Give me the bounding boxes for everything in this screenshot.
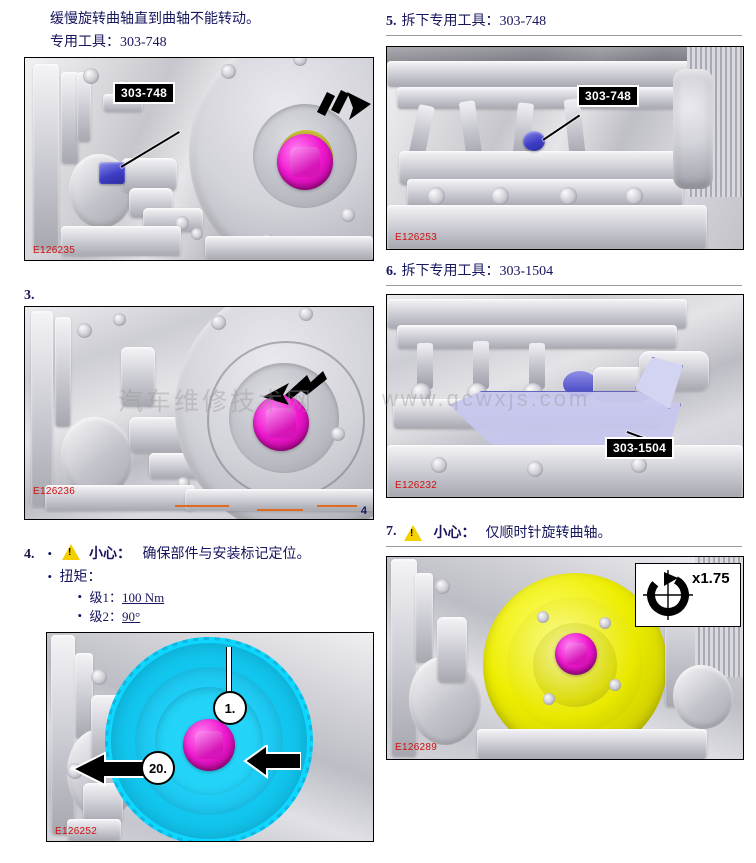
torque-stage-1: 级1：100 Nm bbox=[76, 587, 375, 607]
callout-bubble-1: 1. bbox=[213, 691, 247, 725]
torque-stage-1-label: 级1： bbox=[89, 590, 123, 605]
figure-e126289: x1.75 E126289 bbox=[386, 556, 744, 760]
step-4-torque: 扭矩： 级1：100 Nm 级2：90° bbox=[46, 566, 375, 626]
step-5-heading: 5. 拆下专用工具：303-748 bbox=[386, 12, 742, 36]
figure-code-e126236: E126236 bbox=[33, 486, 76, 497]
rotation-amount-label: x1.75 bbox=[692, 570, 730, 587]
intro-line-1: 缓慢旋转曲轴直到曲轴不能转动。 bbox=[50, 12, 260, 27]
caution-triangle-icon-2 bbox=[403, 525, 422, 541]
crankshaft-bolt-magenta-4 bbox=[555, 633, 597, 675]
crankshaft-bolt-magenta-3 bbox=[183, 719, 235, 771]
caution-label: 小心： bbox=[89, 547, 131, 562]
callout-stem-1 bbox=[226, 647, 232, 695]
torque-stage-2-value: 90° bbox=[122, 609, 141, 624]
install-arrow-right-icon bbox=[243, 745, 301, 779]
step-5-number: 5. bbox=[386, 14, 397, 29]
caution-text: 确保部件与安装标记定位。 bbox=[142, 547, 311, 562]
figure-code-e126235: E126235 bbox=[33, 245, 76, 256]
callout-303-748: 303-748 bbox=[113, 82, 176, 104]
rotation-arrow-icon-2 bbox=[263, 371, 327, 405]
rotation-arrow-icon bbox=[317, 90, 371, 120]
step-7-number: 7. bbox=[386, 524, 397, 539]
crankshaft-bolt-magenta bbox=[277, 134, 333, 190]
step-4-block: 4. 小心： 确保部件与安装标记定位。 扭矩： 级1：100 Nm bbox=[24, 543, 375, 626]
special-tool-303-748-blue-2 bbox=[523, 131, 545, 151]
torque-stage-2: 级2：90° bbox=[76, 606, 375, 626]
step-7-heading: 7. 小心： 仅顺时针旋转曲轴。 bbox=[386, 522, 742, 547]
callout-303-1504: 303-1504 bbox=[605, 437, 675, 459]
step-4-caution: 小心： 确保部件与安装标记定位。 bbox=[46, 543, 375, 565]
intro-line-2: 专用工具：303-748 bbox=[50, 35, 167, 50]
step-6-text: 拆下专用工具：303-1504 bbox=[401, 264, 554, 279]
callout-bubble-20: 20. bbox=[141, 751, 175, 785]
torque-stage-1-value: 100 Nm bbox=[122, 590, 165, 605]
figure-e126253: 303-748 E126253 bbox=[386, 46, 744, 250]
figure-code-e126253: E126253 bbox=[395, 232, 438, 243]
crankshaft-bolt-magenta-2 bbox=[253, 395, 309, 451]
caution-triangle-icon bbox=[61, 544, 80, 560]
caution-text-2: 仅顺时针旋转曲轴。 bbox=[485, 526, 612, 541]
figure-e126232: 303-1504 E126232 bbox=[386, 294, 744, 498]
figure-code-e126289: E126289 bbox=[395, 742, 438, 753]
torque-label: 扭矩： bbox=[59, 570, 102, 585]
figure-e126252: 1. 20. E126252 bbox=[46, 632, 374, 842]
step-5-text: 拆下专用工具：303-748 bbox=[401, 14, 547, 29]
step-6-number: 6. bbox=[386, 264, 397, 279]
callout-303-748-2: 303-748 bbox=[577, 85, 640, 107]
step-6-heading: 6. 拆下专用工具：303-1504 bbox=[386, 262, 742, 286]
torque-stage-2-label: 级2： bbox=[89, 609, 123, 624]
rotation-indicator-box: x1.75 bbox=[635, 563, 741, 627]
figure-e126235: 303-748 E126235 bbox=[24, 57, 374, 261]
step-4-number: 4. bbox=[24, 547, 35, 562]
figure-code-e126252: E126252 bbox=[55, 826, 98, 837]
special-tool-303-748-blue bbox=[99, 162, 125, 184]
figure-e126236: 4 E126236 bbox=[24, 306, 374, 520]
figure-code-e126232: E126232 bbox=[395, 480, 438, 491]
step-3-number: 3. bbox=[24, 288, 35, 303]
rotation-circle-icon bbox=[643, 570, 693, 620]
figure-corner-mark: 4 bbox=[360, 505, 367, 517]
caution-label-2: 小心： bbox=[433, 526, 476, 541]
